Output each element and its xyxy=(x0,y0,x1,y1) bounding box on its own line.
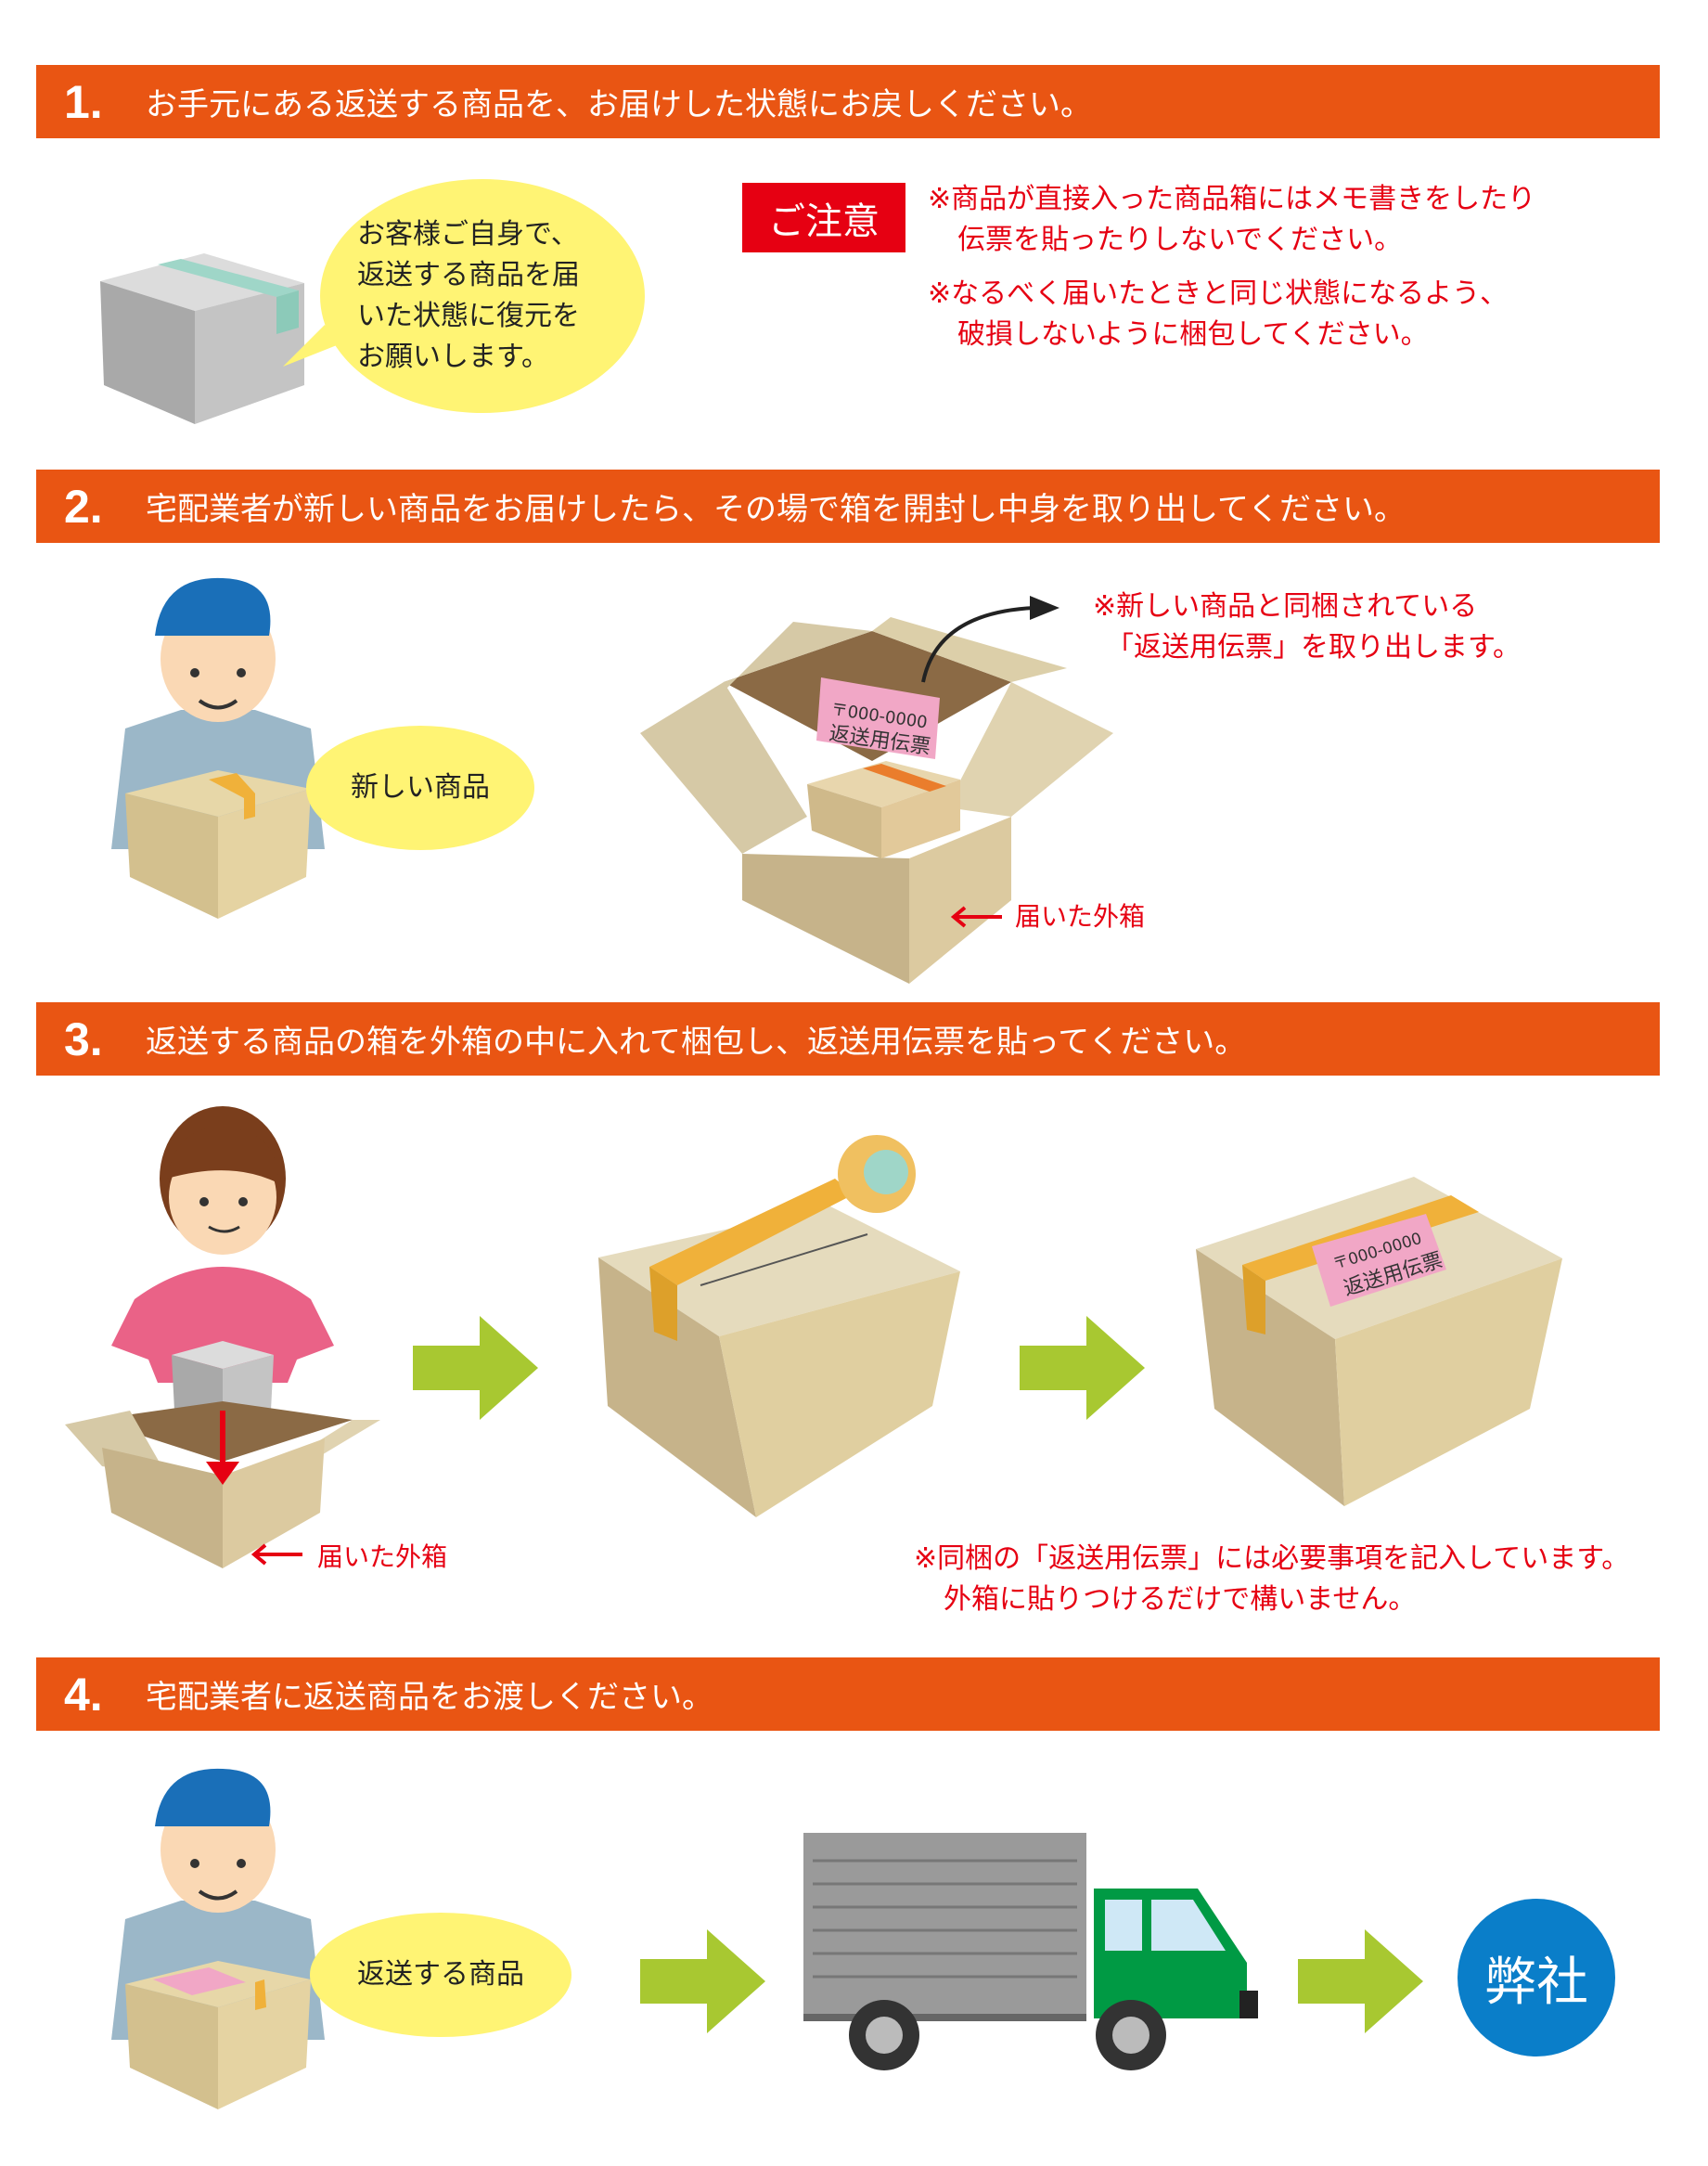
open-outer-box-illustration: 〒000-0000 返送用伝票 xyxy=(640,596,1113,984)
step-title: 宅配業者に返送商品をお渡しください。 xyxy=(146,1679,713,1716)
outer-box-label: 届いた外箱 xyxy=(317,1541,448,1572)
green-right-arrow-icon xyxy=(1020,1316,1145,1420)
green-right-arrow-icon xyxy=(413,1316,538,1420)
red-left-arrow-icon xyxy=(250,1543,302,1566)
step-number: 4. xyxy=(64,1668,103,1721)
step-2-header: 2. 宅配業者が新しい商品をお届けしたら、その場で箱を開封し中身を取り出してくださ… xyxy=(36,470,1660,543)
caution-badge: ご注意 xyxy=(742,183,905,252)
bubble-line: お客様ご自身で、 xyxy=(357,218,579,251)
speech-bubble: お客様ご自身で、返送する商品を届いた状態に復元をお願いします。 xyxy=(320,179,645,413)
speech-bubble: 新しい商品 xyxy=(306,726,534,850)
note-line: 破損しないように梱包してください。 xyxy=(957,318,1429,351)
speech-bubble: 返送する商品 xyxy=(310,1913,571,2037)
note-line: ※新しい商品と同梱されている xyxy=(1093,590,1478,623)
woman-packing-illustration xyxy=(65,1106,380,1568)
note-line: 「返送用伝票」を取り出します。 xyxy=(1106,631,1521,664)
step3-note: ※同梱の「返送用伝票」には必要事項を記入しています。外箱に貼りつけるだけで構いま… xyxy=(914,1539,1629,1620)
green-right-arrow-icon xyxy=(1298,1929,1423,2033)
note-line: ※同梱の「返送用伝票」には必要事項を記入しています。 xyxy=(914,1542,1630,1575)
step-number: 3. xyxy=(64,1012,103,1065)
step-title: 宅配業者が新しい商品をお届けしたら、その場で箱を開封し中身を取り出してください。 xyxy=(146,491,1406,528)
note-line: ※なるべく届いたときと同じ状態になるよう、 xyxy=(928,277,1509,310)
labeled-box-illustration: 〒000-0000 返送用伝票 xyxy=(1196,1177,1562,1506)
taped-box-illustration xyxy=(598,1135,960,1517)
bubble-line: いた状態に復元を xyxy=(357,300,580,332)
red-left-arrow-icon xyxy=(950,906,1002,928)
step-title: 返送する商品の箱を外箱の中に入れて梱包し、返送用伝票を貼ってください。 xyxy=(146,1024,1247,1061)
caution-note-2: ※なるべく届いたときと同じ状態になるよう、破損しないように梱包してください。 xyxy=(928,274,1508,355)
bubble-line: 返送する商品を届 xyxy=(357,259,580,291)
destination-company-circle: 弊社 xyxy=(1458,1899,1615,2056)
step-4-header: 4. 宅配業者に返送商品をお渡しください。 xyxy=(36,1657,1660,1731)
outer-box-label: 届いた外箱 xyxy=(1015,901,1146,932)
note-line: ※商品が直接入った商品箱にはメモ書きをしたり xyxy=(928,183,1536,215)
delivery-worker-illustration xyxy=(111,577,325,919)
note-line: 伝票を貼ったりしないでください。 xyxy=(957,224,1403,256)
step-number: 1. xyxy=(64,75,103,128)
step2-note: ※新しい商品と同梱されている「返送用伝票」を取り出します。 xyxy=(1093,587,1521,668)
step-title: お手元にある返送する商品を、お届けした状態にお戻しください。 xyxy=(146,86,1092,123)
delivery-worker-illustration xyxy=(111,1768,325,2109)
step-number: 2. xyxy=(64,480,103,533)
note-line: 外箱に貼りつけるだけで構いません。 xyxy=(944,1583,1417,1616)
step-1-header: 1. お手元にある返送する商品を、お届けした状態にお戻しください。 xyxy=(36,65,1660,138)
caution-note-1: ※商品が直接入った商品箱にはメモ書きをしたり伝票を貼ったりしないでください。 xyxy=(928,179,1535,261)
gray-product-box-illustration xyxy=(100,253,304,424)
bubble-tail xyxy=(283,325,341,367)
bubble-line: お願いします。 xyxy=(357,341,549,373)
green-right-arrow-icon xyxy=(640,1929,765,2033)
delivery-truck-illustration xyxy=(803,1833,1258,2070)
step-3-header: 3. 返送する商品の箱を外箱の中に入れて梱包し、返送用伝票を貼ってください。 xyxy=(36,1002,1660,1076)
